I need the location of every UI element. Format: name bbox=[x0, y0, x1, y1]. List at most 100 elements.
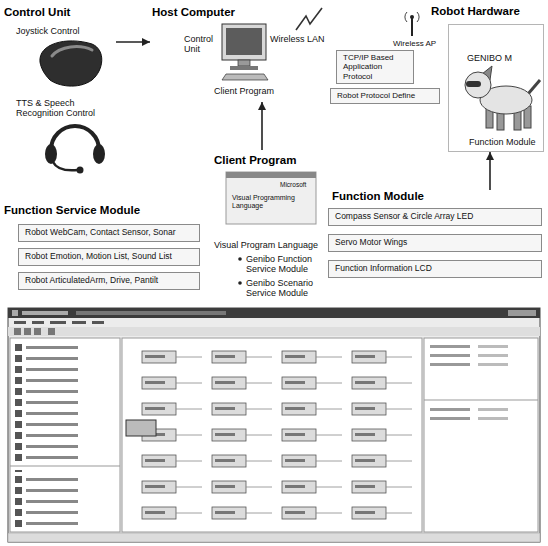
box-label: Robot ArticulatedArm, Drive, Pantilt bbox=[25, 276, 158, 286]
toolbar-button bbox=[34, 328, 41, 335]
monitor-base bbox=[230, 66, 258, 70]
group-heading: Host Computer bbox=[152, 6, 235, 19]
joystick-body bbox=[40, 41, 102, 86]
node-label: Genibo Scenario Service Module bbox=[246, 278, 320, 299]
service-box: Robot Emotion, Motion List, Sound List bbox=[18, 248, 200, 266]
dog-head bbox=[465, 72, 491, 98]
menu-item bbox=[32, 321, 44, 324]
node-label: Client Program bbox=[214, 86, 274, 96]
keyboard bbox=[222, 74, 268, 80]
toolbar-button bbox=[48, 328, 55, 335]
menu-item bbox=[92, 321, 104, 324]
property-list bbox=[428, 404, 534, 422]
node-label: GENIBO M bbox=[467, 53, 512, 63]
monitor-illustration bbox=[222, 24, 268, 80]
box-label: Robot Emotion, Motion List, Sound List bbox=[25, 252, 172, 262]
menu-item bbox=[72, 321, 86, 324]
service-list bbox=[12, 342, 118, 462]
monitor-stand bbox=[238, 60, 250, 66]
diagram-blocks bbox=[132, 346, 412, 528]
module-box: Function Information LCD bbox=[328, 260, 542, 278]
canvas-block bbox=[126, 420, 156, 436]
antenna-tip bbox=[410, 15, 414, 19]
antenna-illustration bbox=[405, 12, 419, 36]
bullet bbox=[238, 257, 242, 261]
headset-band bbox=[51, 126, 99, 150]
module-box: Compass Sensor & Circle Array LED bbox=[328, 208, 542, 226]
screen-caption: Visual Programming Language bbox=[232, 194, 296, 210]
service-list bbox=[12, 470, 118, 528]
window-frame bbox=[8, 308, 540, 542]
window-frame bbox=[226, 172, 316, 224]
group-heading: Function Service Module bbox=[4, 204, 140, 217]
box-label: Robot WebCam, Contact Sensor, Sonar bbox=[25, 228, 176, 238]
menu-item bbox=[50, 321, 66, 324]
dog-visor bbox=[466, 81, 481, 87]
connector-arrow bbox=[489, 152, 491, 190]
box-label: Robot Protocol Define bbox=[337, 91, 415, 100]
group-heading: Control Unit bbox=[4, 6, 70, 19]
client-program-group: Client ProgramVisual Program LanguageGen… bbox=[210, 150, 324, 302]
headset-illustration bbox=[45, 126, 105, 174]
robot-dog-illustration bbox=[465, 66, 540, 130]
protocol-box: Robot Protocol Define bbox=[330, 88, 440, 104]
connector-arrow bbox=[261, 102, 263, 150]
node-label: Visual Program Language bbox=[214, 240, 318, 250]
box-label: TCP/IP Based Application Protocol bbox=[343, 53, 407, 81]
menu-item bbox=[14, 321, 26, 324]
function-service-group: Function Service ModuleRobot WebCam, Con… bbox=[4, 204, 204, 302]
module-box: Servo Motor Wings bbox=[328, 234, 542, 252]
window-titlebar bbox=[8, 308, 540, 318]
canvas-panel bbox=[122, 338, 422, 532]
headset-mic-boom bbox=[53, 162, 78, 170]
headset-earcup bbox=[45, 144, 57, 164]
window-icon bbox=[12, 310, 18, 316]
node-label: Genibo Function Service Module bbox=[246, 254, 320, 275]
group-heading: Function Module bbox=[332, 190, 424, 203]
property-list bbox=[428, 342, 534, 372]
host-computer-group: Host ComputerControl UnitWireless LANCli… bbox=[150, 6, 332, 102]
monitor-frame bbox=[222, 24, 266, 60]
wireless-lightning bbox=[296, 8, 322, 30]
toolbar-button bbox=[14, 328, 21, 335]
left-panel bbox=[10, 338, 120, 532]
service-box: Robot WebCam, Contact Sensor, Sonar bbox=[18, 224, 200, 242]
window-titlebar bbox=[226, 172, 316, 178]
toolbar bbox=[8, 327, 540, 336]
right-panel bbox=[424, 338, 538, 532]
joystick-highlight bbox=[52, 47, 92, 56]
vpl-screenshot-small bbox=[226, 172, 316, 224]
group-heading: Robot Hardware bbox=[431, 5, 520, 18]
headset-earcup bbox=[93, 144, 105, 164]
dog-tail bbox=[528, 80, 540, 94]
node-label: Function Module bbox=[469, 137, 536, 147]
headset-mic bbox=[77, 167, 84, 174]
group-heading: Client Program bbox=[214, 154, 296, 167]
node-label: TTS & Speech Recognition Control bbox=[16, 98, 116, 119]
node-label: Wireless AP bbox=[393, 39, 436, 48]
protocol-box: TCP/IP Based Application Protocol bbox=[336, 50, 414, 84]
window-buttons bbox=[508, 310, 536, 316]
antenna-wave bbox=[405, 12, 407, 22]
control-unit-group: Control UnitJoystick ControlTTS & Speech… bbox=[4, 6, 116, 178]
connector-arrow bbox=[116, 41, 150, 43]
window-title bbox=[22, 311, 68, 315]
box-label: Compass Sensor & Circle Array LED bbox=[335, 212, 473, 222]
antenna-wave bbox=[417, 12, 419, 22]
antenna-mast bbox=[411, 18, 413, 36]
panel-divider bbox=[10, 466, 120, 467]
robot-hardware-box: Robot HardwareWireless APGENIBO MFunctio… bbox=[448, 24, 544, 152]
node-label: Wireless LAN bbox=[270, 34, 325, 44]
monitor-screen bbox=[226, 28, 262, 55]
status-bar bbox=[8, 533, 540, 542]
screen-caption: Microsoft bbox=[280, 181, 306, 188]
box-label: Function Information LCD bbox=[335, 264, 432, 274]
panel-divider bbox=[424, 400, 538, 401]
joystick-illustration bbox=[40, 41, 102, 86]
box-label: Servo Motor Wings bbox=[335, 238, 407, 248]
window-title bbox=[76, 311, 226, 315]
service-box: Robot ArticulatedArm, Drive, Pantilt bbox=[18, 272, 200, 290]
node-label: Joystick Control bbox=[16, 26, 80, 36]
bullet bbox=[238, 281, 242, 285]
function-module-group: Function ModuleCompass Sensor & Circle A… bbox=[328, 190, 542, 282]
